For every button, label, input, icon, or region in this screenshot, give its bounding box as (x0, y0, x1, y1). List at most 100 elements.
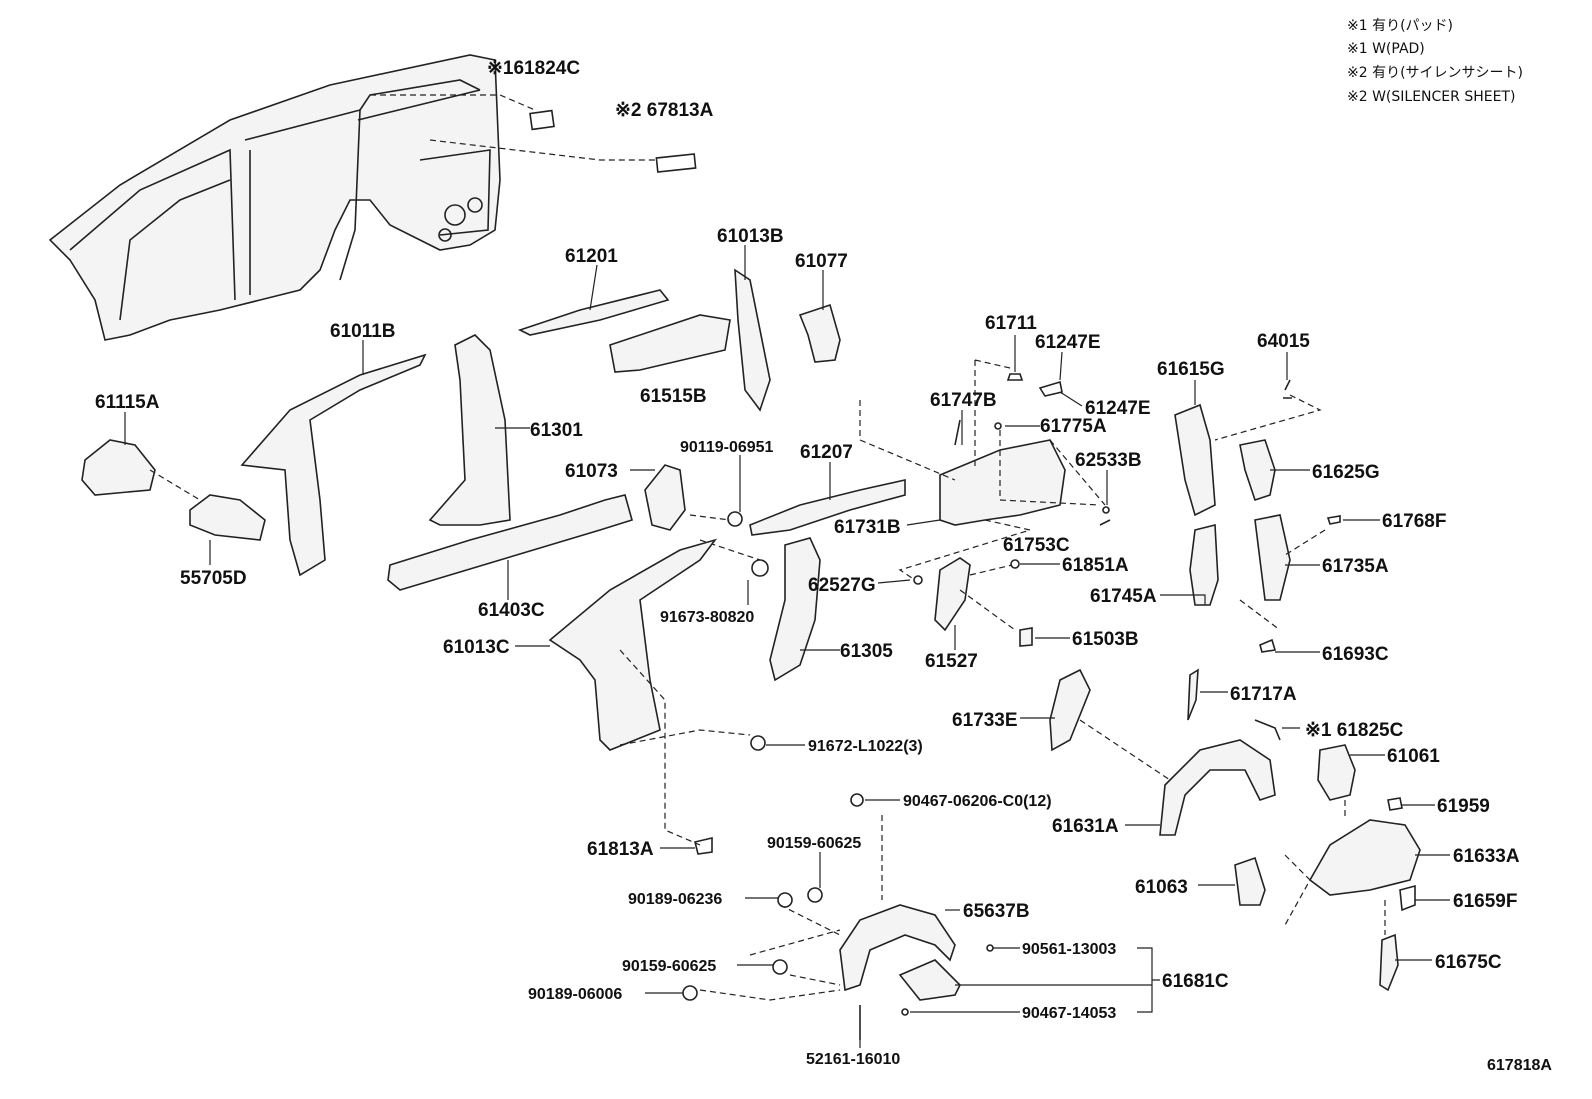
body-side-outer-illustration (48, 54, 501, 341)
part-61247E-shape (1038, 380, 1063, 397)
clip-90561-13003-icon (986, 944, 994, 952)
part-61753C-shape (1099, 519, 1111, 526)
label-61503B: 61503B (1072, 629, 1139, 650)
part-61745A-shape (1189, 523, 1219, 606)
part-61201-shape (517, 289, 670, 336)
part-61013B-shape (734, 268, 771, 412)
part-61813A-shape (694, 836, 713, 855)
part-64015-shape (1283, 379, 1292, 399)
label-61659F: 61659F (1453, 891, 1517, 912)
label-62527G: 62527G (808, 575, 876, 596)
leader-lines (124, 245, 1450, 1048)
label-61515B: 61515B (640, 386, 707, 407)
part-labels: ※161824C ※2 67813A 61201 61013B 61077 61… (95, 58, 1520, 1068)
label-61753C: 61753C (1003, 535, 1070, 556)
part-61515B-shape (609, 314, 731, 373)
part-61633A-shape (1308, 819, 1421, 896)
label-90189-06236: 90189-06236 (628, 891, 722, 908)
note-2-jp: ※2 有り(サイレンサシート) (1347, 65, 1523, 81)
label-61247E-a: 61247E (1035, 332, 1101, 353)
part-61011B-shape (240, 353, 427, 577)
diagram-id: 617818A (1487, 1057, 1552, 1074)
label-91673-80820: 91673-80820 (660, 609, 754, 626)
part-61503B-shape (1019, 627, 1033, 647)
label-61073: 61073 (565, 461, 618, 482)
label-55705D: 55705D (180, 568, 247, 589)
label-61631A: 61631A (1052, 816, 1119, 837)
part-61768F-shape (1326, 515, 1341, 525)
legend-notes: ※1 有り(パッド) ※1 W(PAD) ※2 有り(サイレンサシート) ※2 … (1347, 18, 1523, 105)
label-61731B: 61731B (834, 517, 901, 538)
label-90561-13003: 90561-13003 (1022, 941, 1116, 958)
label-61305: 61305 (840, 641, 893, 662)
label-61403C: 61403C (478, 600, 545, 621)
part-61959-shape (1387, 797, 1403, 811)
clip-90467-06206-icon (850, 793, 864, 807)
part-61077-shape (798, 303, 841, 363)
part-61625G-shape (1239, 439, 1276, 502)
clip-90159-60625-a-icon (807, 887, 823, 903)
clip-61851A-icon (1010, 559, 1020, 569)
part-61615G-shape (1174, 403, 1216, 517)
label-61733E: 61733E (952, 710, 1018, 731)
label-61693C: 61693C (1322, 644, 1389, 665)
label-91672-L1022: 91672-L1022(3) (808, 738, 923, 755)
label-61633A: 61633A (1453, 846, 1520, 867)
label-52161-16010: 52161-16010 (806, 1051, 900, 1068)
part-61305-shape (769, 537, 821, 682)
part-61693C-shape (1259, 638, 1277, 653)
label-61747B: 61747B (930, 390, 997, 411)
label-61061: 61061 (1387, 746, 1440, 767)
part-61747B-shape (954, 419, 961, 446)
clip-61775A-icon (994, 422, 1002, 430)
label-61077: 61077 (795, 251, 848, 272)
label-61851A: 61851A (1062, 555, 1129, 576)
label-62533B: 62533B (1075, 450, 1142, 471)
label-61115A: 61115A (95, 392, 160, 413)
label-90159-60625-a: 90159-60625 (767, 835, 861, 852)
label-61625G: 61625G (1312, 462, 1380, 483)
label-90467-14053: 90467-14053 (1022, 1005, 1116, 1022)
part-61073-shape (644, 464, 686, 531)
label-61745A: 61745A (1090, 586, 1157, 607)
part-61063-shape (1234, 856, 1266, 906)
label-61824C: ※161824C (487, 58, 580, 79)
label-61063: 61063 (1135, 877, 1188, 898)
label-61201: 61201 (565, 246, 618, 267)
label-61011B: 61011B (330, 321, 396, 342)
bolt-90189-06006-icon (682, 985, 698, 1001)
clip-90159-60625-b-icon (772, 959, 788, 975)
part-61731B-shape (939, 439, 1066, 526)
part-61717A-shape (1187, 668, 1199, 721)
label-61301: 61301 (530, 420, 583, 441)
part-61681C-shape (898, 959, 961, 1001)
label-67813A: ※2 67813A (615, 100, 714, 121)
part-55705D-shape (189, 494, 266, 541)
label-64015: 64015 (1257, 331, 1310, 352)
part-61631A-shape (1159, 739, 1276, 836)
label-61615G: 61615G (1157, 359, 1225, 380)
label-61207: 61207 (800, 442, 853, 463)
label-61768F: 61768F (1382, 511, 1446, 532)
note-1-jp: ※1 有り(パッド) (1347, 18, 1453, 34)
label-61675C: 61675C (1435, 952, 1502, 973)
label-61959: 61959 (1437, 796, 1490, 817)
note-2-en: ※2 W(SILENCER SHEET) (1347, 89, 1515, 105)
part-61825C-shape (1254, 719, 1281, 741)
label-61735A: 61735A (1322, 556, 1389, 577)
label-90467-06206: 90467-06206-C0(12) (903, 793, 1052, 810)
bolt-90119-06951-icon (727, 511, 743, 527)
part-61733E-shape (1049, 668, 1091, 752)
label-61825C: ※1 61825C (1305, 720, 1404, 741)
bolt-91672-L1022-icon (750, 735, 766, 751)
clip-62533B-icon (1102, 506, 1110, 514)
part-61711-shape (1006, 373, 1024, 381)
part-61013C-shape (548, 538, 718, 751)
label-90189-06006: 90189-06006 (528, 986, 622, 1003)
note-1-en: ※1 W(PAD) (1347, 41, 1425, 57)
label-61527: 61527 (925, 651, 978, 672)
label-61013B: 61013B (717, 226, 784, 247)
label-61813A: 61813A (587, 839, 654, 860)
part-61735A-shape (1254, 514, 1291, 601)
